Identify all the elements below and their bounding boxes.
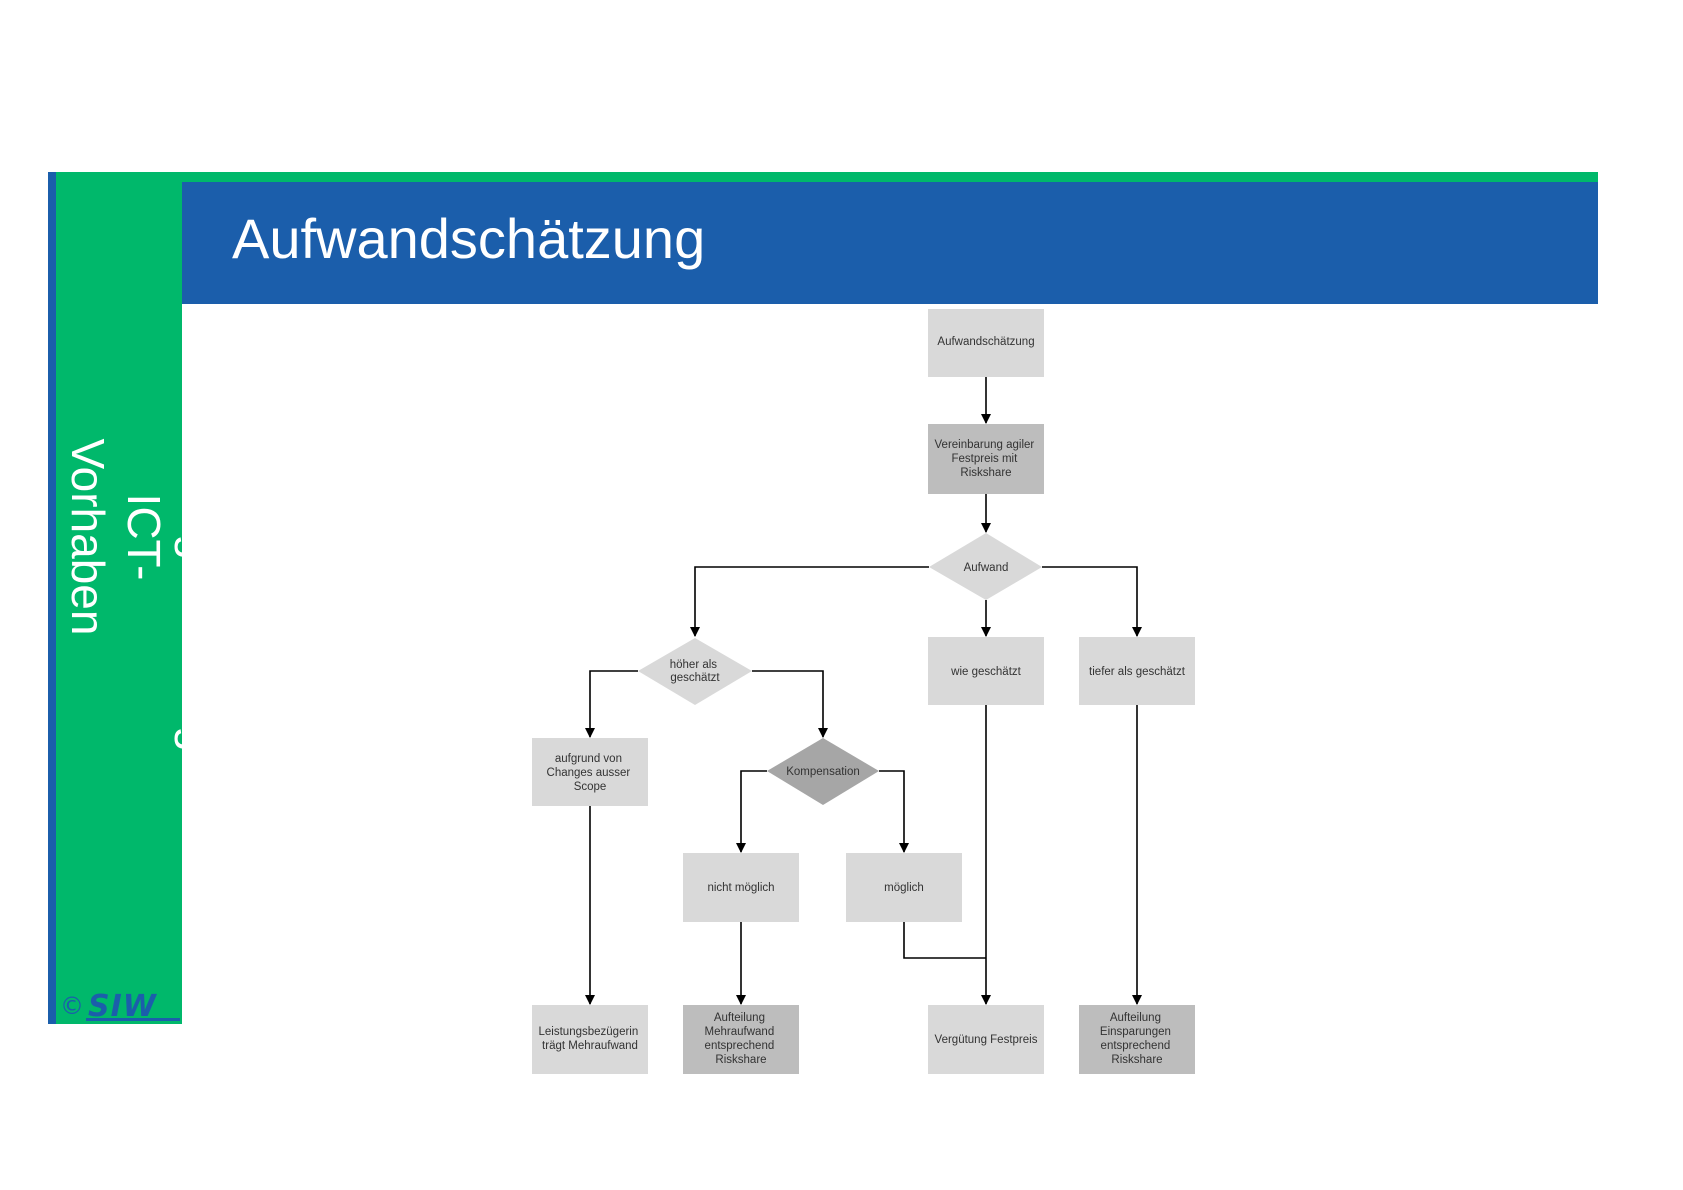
node-higher-label: höher als geschätzt bbox=[670, 659, 721, 684]
arrow-higher-to-compensation bbox=[752, 670, 828, 738]
node-lower: tiefer als geschätzt bbox=[1079, 637, 1195, 705]
node-not-possible-label: nicht möglich bbox=[707, 882, 774, 894]
siw-logo: © SIW bbox=[56, 990, 182, 1024]
node-split-savings: Aufteilung Einsparungen entsprechend Ris… bbox=[1079, 1005, 1195, 1074]
node-agreement: Vereinbarung agiler Festpreis mit Risksh… bbox=[928, 424, 1044, 494]
node-agreement-label: Vereinbarung agiler Festpreis mit Risksh… bbox=[935, 439, 1038, 479]
sidebar-blue-edge bbox=[48, 172, 56, 1024]
arrow-compensation-to-possible bbox=[879, 770, 909, 853]
node-changes-label: aufgrund von Changes ausser Scope bbox=[547, 753, 634, 793]
node-fixed-price: Vergütung Festpreis bbox=[928, 1005, 1044, 1074]
node-split-extra-label: Aufteilung Mehraufwand entsprechend Risk… bbox=[705, 1012, 778, 1066]
node-start: Aufwandschätzung bbox=[928, 309, 1044, 377]
logo-wordmark: SIW bbox=[88, 989, 157, 1024]
arrow-effort-to-higher bbox=[690, 566, 929, 637]
node-client-pays: Leistungsbezügerin trägt Mehraufwand bbox=[532, 1005, 648, 1074]
page-title: Aufwandschätzung bbox=[232, 207, 706, 270]
node-decision-effort: Aufwand bbox=[929, 533, 1042, 600]
node-decision-effort-label: Aufwand bbox=[964, 562, 1009, 574]
node-possible-label: möglich bbox=[884, 882, 924, 894]
node-start-label: Aufwandschätzung bbox=[937, 336, 1034, 348]
node-lower-label: tiefer als geschätzt bbox=[1089, 666, 1186, 678]
node-higher: höher als geschätzt bbox=[638, 638, 752, 705]
node-compensation: Kompensation bbox=[767, 738, 879, 805]
arrow-higher-to-changes bbox=[585, 670, 638, 738]
node-split-savings-label: Aufteilung Einsparungen entsprechend Ris… bbox=[1100, 1012, 1174, 1066]
line-possible-to-fixed-price bbox=[903, 922, 986, 959]
flowchart-connectors bbox=[585, 377, 1142, 1005]
node-possible: möglich bbox=[846, 853, 962, 922]
copyright-symbol: © bbox=[60, 992, 84, 1020]
node-not-possible: nicht möglich bbox=[683, 853, 799, 922]
logo-underline bbox=[86, 1018, 180, 1021]
node-split-extra: Aufteilung Mehraufwand entsprechend Risk… bbox=[683, 1005, 799, 1074]
arrow-compensation-to-not-possible bbox=[736, 770, 767, 853]
sidebar: Kostenmanagement agile ICT- Vorhaben bbox=[56, 172, 226, 1024]
node-as-estimated: wie geschätzt bbox=[928, 637, 1044, 705]
node-as-estimated-label: wie geschätzt bbox=[950, 666, 1021, 678]
header-green-stripe bbox=[182, 172, 1598, 182]
node-fixed-price-label: Vergütung Festpreis bbox=[935, 1034, 1038, 1046]
header-bar: Aufwandschätzung bbox=[182, 182, 1598, 304]
node-changes: aufgrund von Changes ausser Scope bbox=[532, 738, 648, 806]
node-client-pays-label: Leistungsbezügerin trägt Mehraufwand bbox=[539, 1026, 642, 1052]
node-compensation-label: Kompensation bbox=[786, 766, 860, 778]
arrow-effort-to-lower bbox=[1042, 566, 1142, 637]
